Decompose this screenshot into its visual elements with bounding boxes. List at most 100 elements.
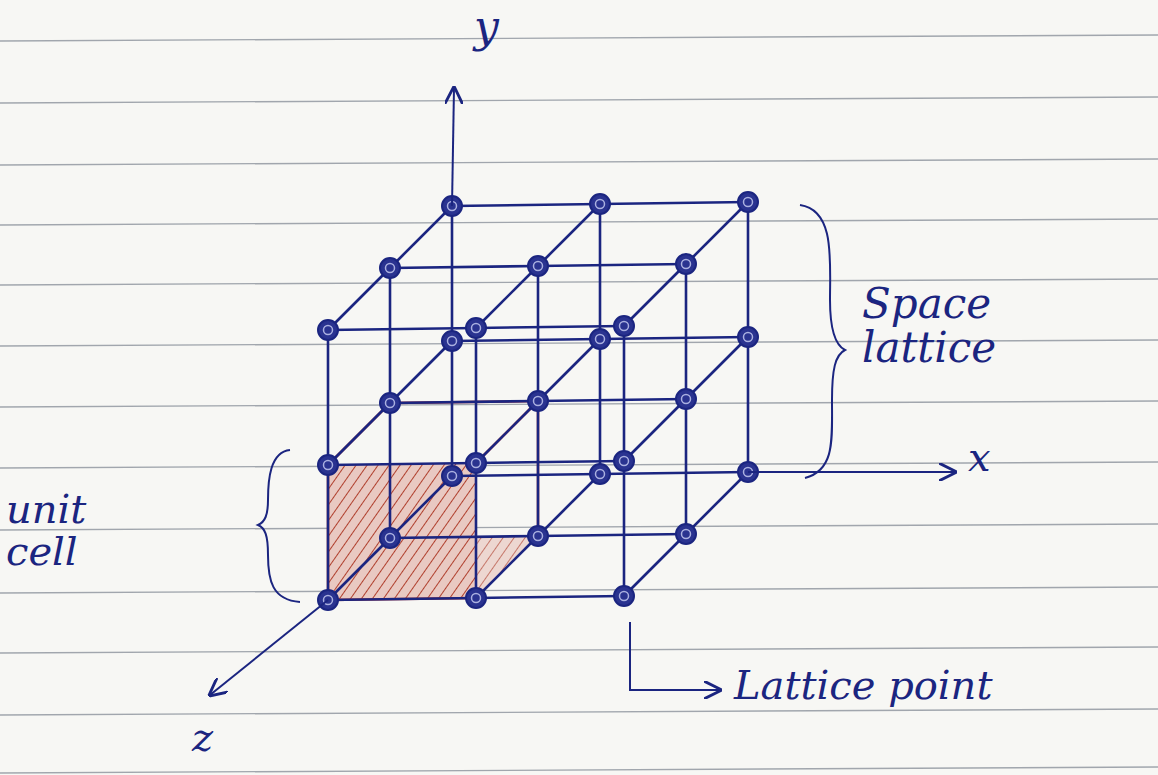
axes (210, 88, 955, 695)
lattice-line (327, 330, 330, 465)
lattice-point-inner (744, 333, 753, 342)
lattice-line (390, 341, 452, 403)
unit-cell-edge (328, 403, 390, 465)
unit-cell-brace (258, 450, 300, 602)
lattice-point (738, 192, 758, 212)
lattice-point (528, 526, 548, 546)
lattice-point (590, 329, 610, 349)
lattice-point-inner (620, 322, 629, 331)
lattice-line (390, 206, 452, 268)
lattice-line (537, 401, 540, 536)
lattice-point-inner (596, 335, 605, 344)
lattice-line (538, 399, 686, 401)
lattice-line (328, 268, 390, 330)
lattice-point-outer (442, 466, 462, 486)
lattice-point (528, 391, 548, 411)
lattice-line (537, 266, 540, 401)
lattice-point-inner (682, 260, 691, 269)
unit-cell (328, 401, 538, 600)
lattice-point-outer (590, 464, 610, 484)
lattice-point-inner (534, 397, 543, 406)
lattice-line (624, 399, 686, 461)
lattice-line (686, 202, 748, 264)
lattice-line (599, 339, 602, 474)
space-lattice-brace (800, 205, 845, 478)
lattice-point-outer (590, 329, 610, 349)
paper-rule (0, 767, 1158, 773)
lattice-point (442, 466, 462, 486)
lattice-line (747, 337, 750, 472)
lattice-point-inner (324, 326, 333, 335)
lattice-line (686, 472, 748, 534)
lattice-line (390, 401, 538, 403)
lattice-line (538, 474, 600, 536)
lattice-point-inner (386, 534, 395, 543)
lattice-point (318, 320, 338, 340)
lattice-line (328, 538, 390, 600)
lattice-point-inner (472, 594, 481, 603)
lattice-line (538, 264, 686, 266)
lattice-line (686, 337, 748, 399)
lattice-point (380, 393, 400, 413)
lattice-point (466, 588, 486, 608)
unit-cell-edge (537, 401, 540, 536)
lattice-point-outer (442, 331, 462, 351)
lattice-point-inner (620, 592, 629, 601)
lattice-point (590, 464, 610, 484)
lattice-line (476, 266, 538, 328)
lattice-point-inner (386, 399, 395, 408)
lattice-line (476, 401, 538, 463)
x-axis (748, 471, 955, 473)
lattice-point-outer (466, 588, 486, 608)
lattice-point-inner (448, 337, 457, 346)
lattice-line (538, 534, 686, 536)
lattice-line (390, 476, 452, 538)
lattice-point-inner (682, 395, 691, 404)
lattice-point (676, 524, 696, 544)
lattice-point-outer (380, 393, 400, 413)
lattice-line (452, 204, 600, 206)
lattice-line (452, 339, 600, 341)
paper-rule (0, 159, 1158, 165)
unit-cell-face (328, 463, 476, 600)
paper-rule (0, 35, 1158, 41)
lattice-point-inner (620, 457, 629, 466)
lattice-point-inner (534, 532, 543, 541)
lattice-line (451, 206, 454, 341)
lattice-point (676, 389, 696, 409)
lattice-line (599, 204, 602, 339)
annotation-label: x (968, 436, 991, 478)
lattice-line (452, 474, 600, 476)
lattice-point-outer (676, 254, 696, 274)
lattice-point-outer (318, 320, 338, 340)
paper-rule (0, 587, 1158, 593)
unit-cell-edge (328, 598, 476, 600)
lattice-point-inner (534, 262, 543, 271)
unit-cell-edge (390, 401, 538, 403)
lattice-point (614, 451, 634, 471)
lattice-point-inner (472, 324, 481, 333)
lattice-point-inner (596, 200, 605, 209)
lattice-point (318, 455, 338, 475)
lattice-point-outer (614, 451, 634, 471)
ruled-paper (0, 35, 1158, 773)
lattice-line (476, 536, 538, 598)
lattice-line (538, 204, 600, 266)
lattice-line (475, 328, 478, 463)
z-axis (210, 600, 328, 695)
paper-rule (0, 709, 1158, 715)
lattice-line (390, 536, 538, 538)
lattice-line (538, 339, 600, 401)
lattice-point-inner (682, 530, 691, 539)
lattice-line (600, 202, 748, 204)
lattice-line (600, 337, 748, 339)
lattice-line (476, 326, 624, 328)
lattice-line (476, 596, 624, 598)
lattice-point-outer (466, 318, 486, 338)
lattice-point (466, 453, 486, 473)
lattice-point-outer (318, 455, 338, 475)
lattice-point (590, 194, 610, 214)
lattice-point (676, 254, 696, 274)
lattice-line (624, 264, 686, 326)
